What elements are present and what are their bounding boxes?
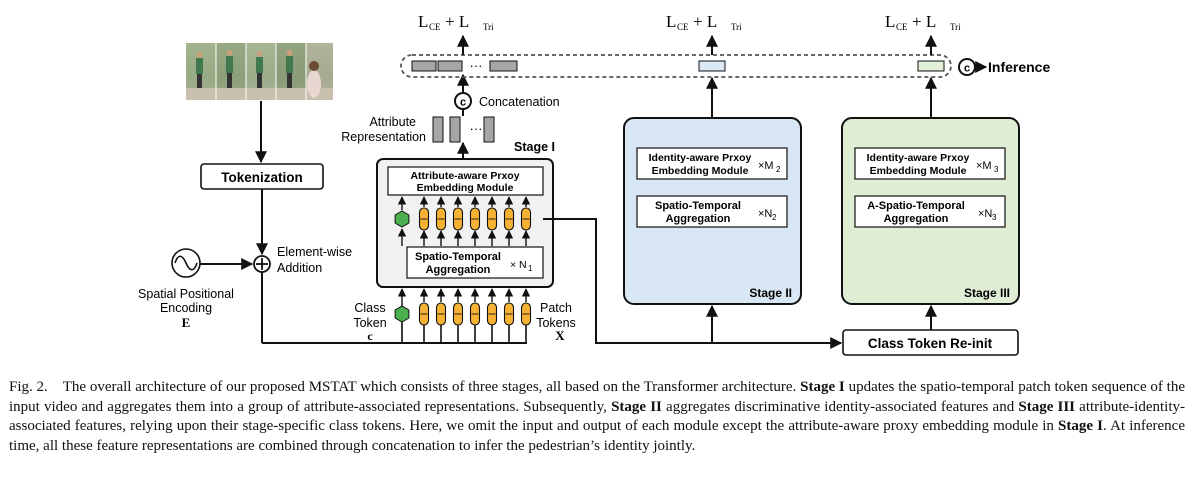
spatial-encoding-symbol: E [182,315,191,330]
stage1-module-top-2: Embedding Module [417,182,514,194]
class-token-reinit-label: Class Token Re-init [868,336,993,351]
attribute-proxy-embedding-module [387,166,544,196]
svg-text:c: c [964,63,970,75]
svg-text:X: X [555,328,565,343]
stage1-internal-tokens [394,196,532,246]
svg-text:···: ··· [470,58,483,73]
inference-label: Inference [988,59,1050,75]
stage1-module-bottom-1: Spatio-Temporal [415,251,501,263]
concatenation-icon [454,92,472,110]
svg-text:Patch: Patch [540,301,572,315]
svg-text:c: c [460,97,466,109]
svg-text:2: 2 [772,213,777,222]
architecture-figure: Tokenization Element-wise Addition Spati… [138,12,1050,356]
concatenated-feature-bar [400,54,952,78]
loss-stage2: L CE + L Tri [666,12,742,32]
stage3-label: Stage III [964,286,1010,300]
svg-text:Tri: Tri [731,22,742,32]
stage1-multiplier-sub: 1 [528,264,533,273]
svg-text:×N: ×N [758,208,772,220]
svg-text:×M: ×M [976,160,992,172]
figure-caption: Fig. 2. The overall architecture of our … [9,379,1186,454]
stage3-a-spatio-temporal-aggregation [854,195,1006,228]
svg-text:3: 3 [994,165,999,174]
svg-text:×M: ×M [758,160,774,172]
svg-text:L: L [885,12,895,31]
stage1-spatio-temporal-aggregation [406,246,544,279]
svg-text:Class: Class [354,301,385,315]
stage2-label: Stage II [749,286,792,300]
concatenation-label: Concatenation [479,95,560,109]
svg-text:CE: CE [429,22,441,32]
svg-text:+ L: + L [445,12,469,31]
svg-text:×N: ×N [978,208,992,220]
svg-text:Embedding Module: Embedding Module [870,165,967,177]
spatial-encoding-label-2: Encoding [160,301,212,315]
svg-text:c: c [367,329,373,343]
attribute-representation-label-2: Representation [341,130,426,144]
stage1-module-top-1: Attribute-aware Prxoy [410,170,519,182]
spatial-encoding-label-1: Spatial Positional [138,287,234,301]
svg-text:3: 3 [992,213,997,222]
stage1-multiplier: × N [510,259,527,271]
stage1-class-token [394,210,410,228]
svg-text:L: L [418,12,428,31]
svg-text:+ L: + L [693,12,717,31]
loss-stage1: L CE + L Tri [418,12,494,32]
svg-text:A-Spatio-Temporal: A-Spatio-Temporal [867,200,965,212]
caption-prefix: Fig. 2. [9,379,48,395]
attribute-representation: ··· [432,116,495,143]
svg-text:Token: Token [353,316,386,330]
input-video-frames [186,43,333,100]
svg-text:CE: CE [896,22,908,32]
stage2-identity-proxy-module [636,147,788,180]
svg-text:+ L: + L [912,12,936,31]
stage2-spatio-temporal-aggregation [636,195,788,228]
tokenization-label: Tokenization [221,170,303,185]
svg-text:Tokens: Tokens [536,316,576,330]
loss-stage3: L CE + L Tri [885,12,961,32]
svg-text:Aggregation: Aggregation [666,213,731,225]
stage1-module-bottom-2: Aggregation [426,264,491,276]
attribute-representation-label-1: Attribute [369,115,416,129]
input-class-token [394,305,410,323]
stage1-label: Stage I [514,140,555,154]
svg-text:Aggregation: Aggregation [884,213,949,225]
element-wise-label-1: Element-wise [277,245,352,259]
svg-text:Identity-aware Prxoy: Identity-aware Prxoy [649,152,752,164]
svg-text:Embedding Module: Embedding Module [652,165,749,177]
svg-text:Tri: Tri [483,22,494,32]
svg-text:2: 2 [776,165,781,174]
svg-text:Identity-aware Prxoy: Identity-aware Prxoy [867,152,970,164]
stage3-identity-proxy-module [854,147,1006,180]
svg-text:Tri: Tri [950,22,961,32]
svg-text:L: L [666,12,676,31]
element-wise-label-2: Addition [277,261,322,275]
attribute-ellipsis: ··· [470,121,483,136]
svg-text:Spatio-Temporal: Spatio-Temporal [655,200,741,212]
svg-text:CE: CE [677,22,689,32]
input-tokens [394,288,532,343]
